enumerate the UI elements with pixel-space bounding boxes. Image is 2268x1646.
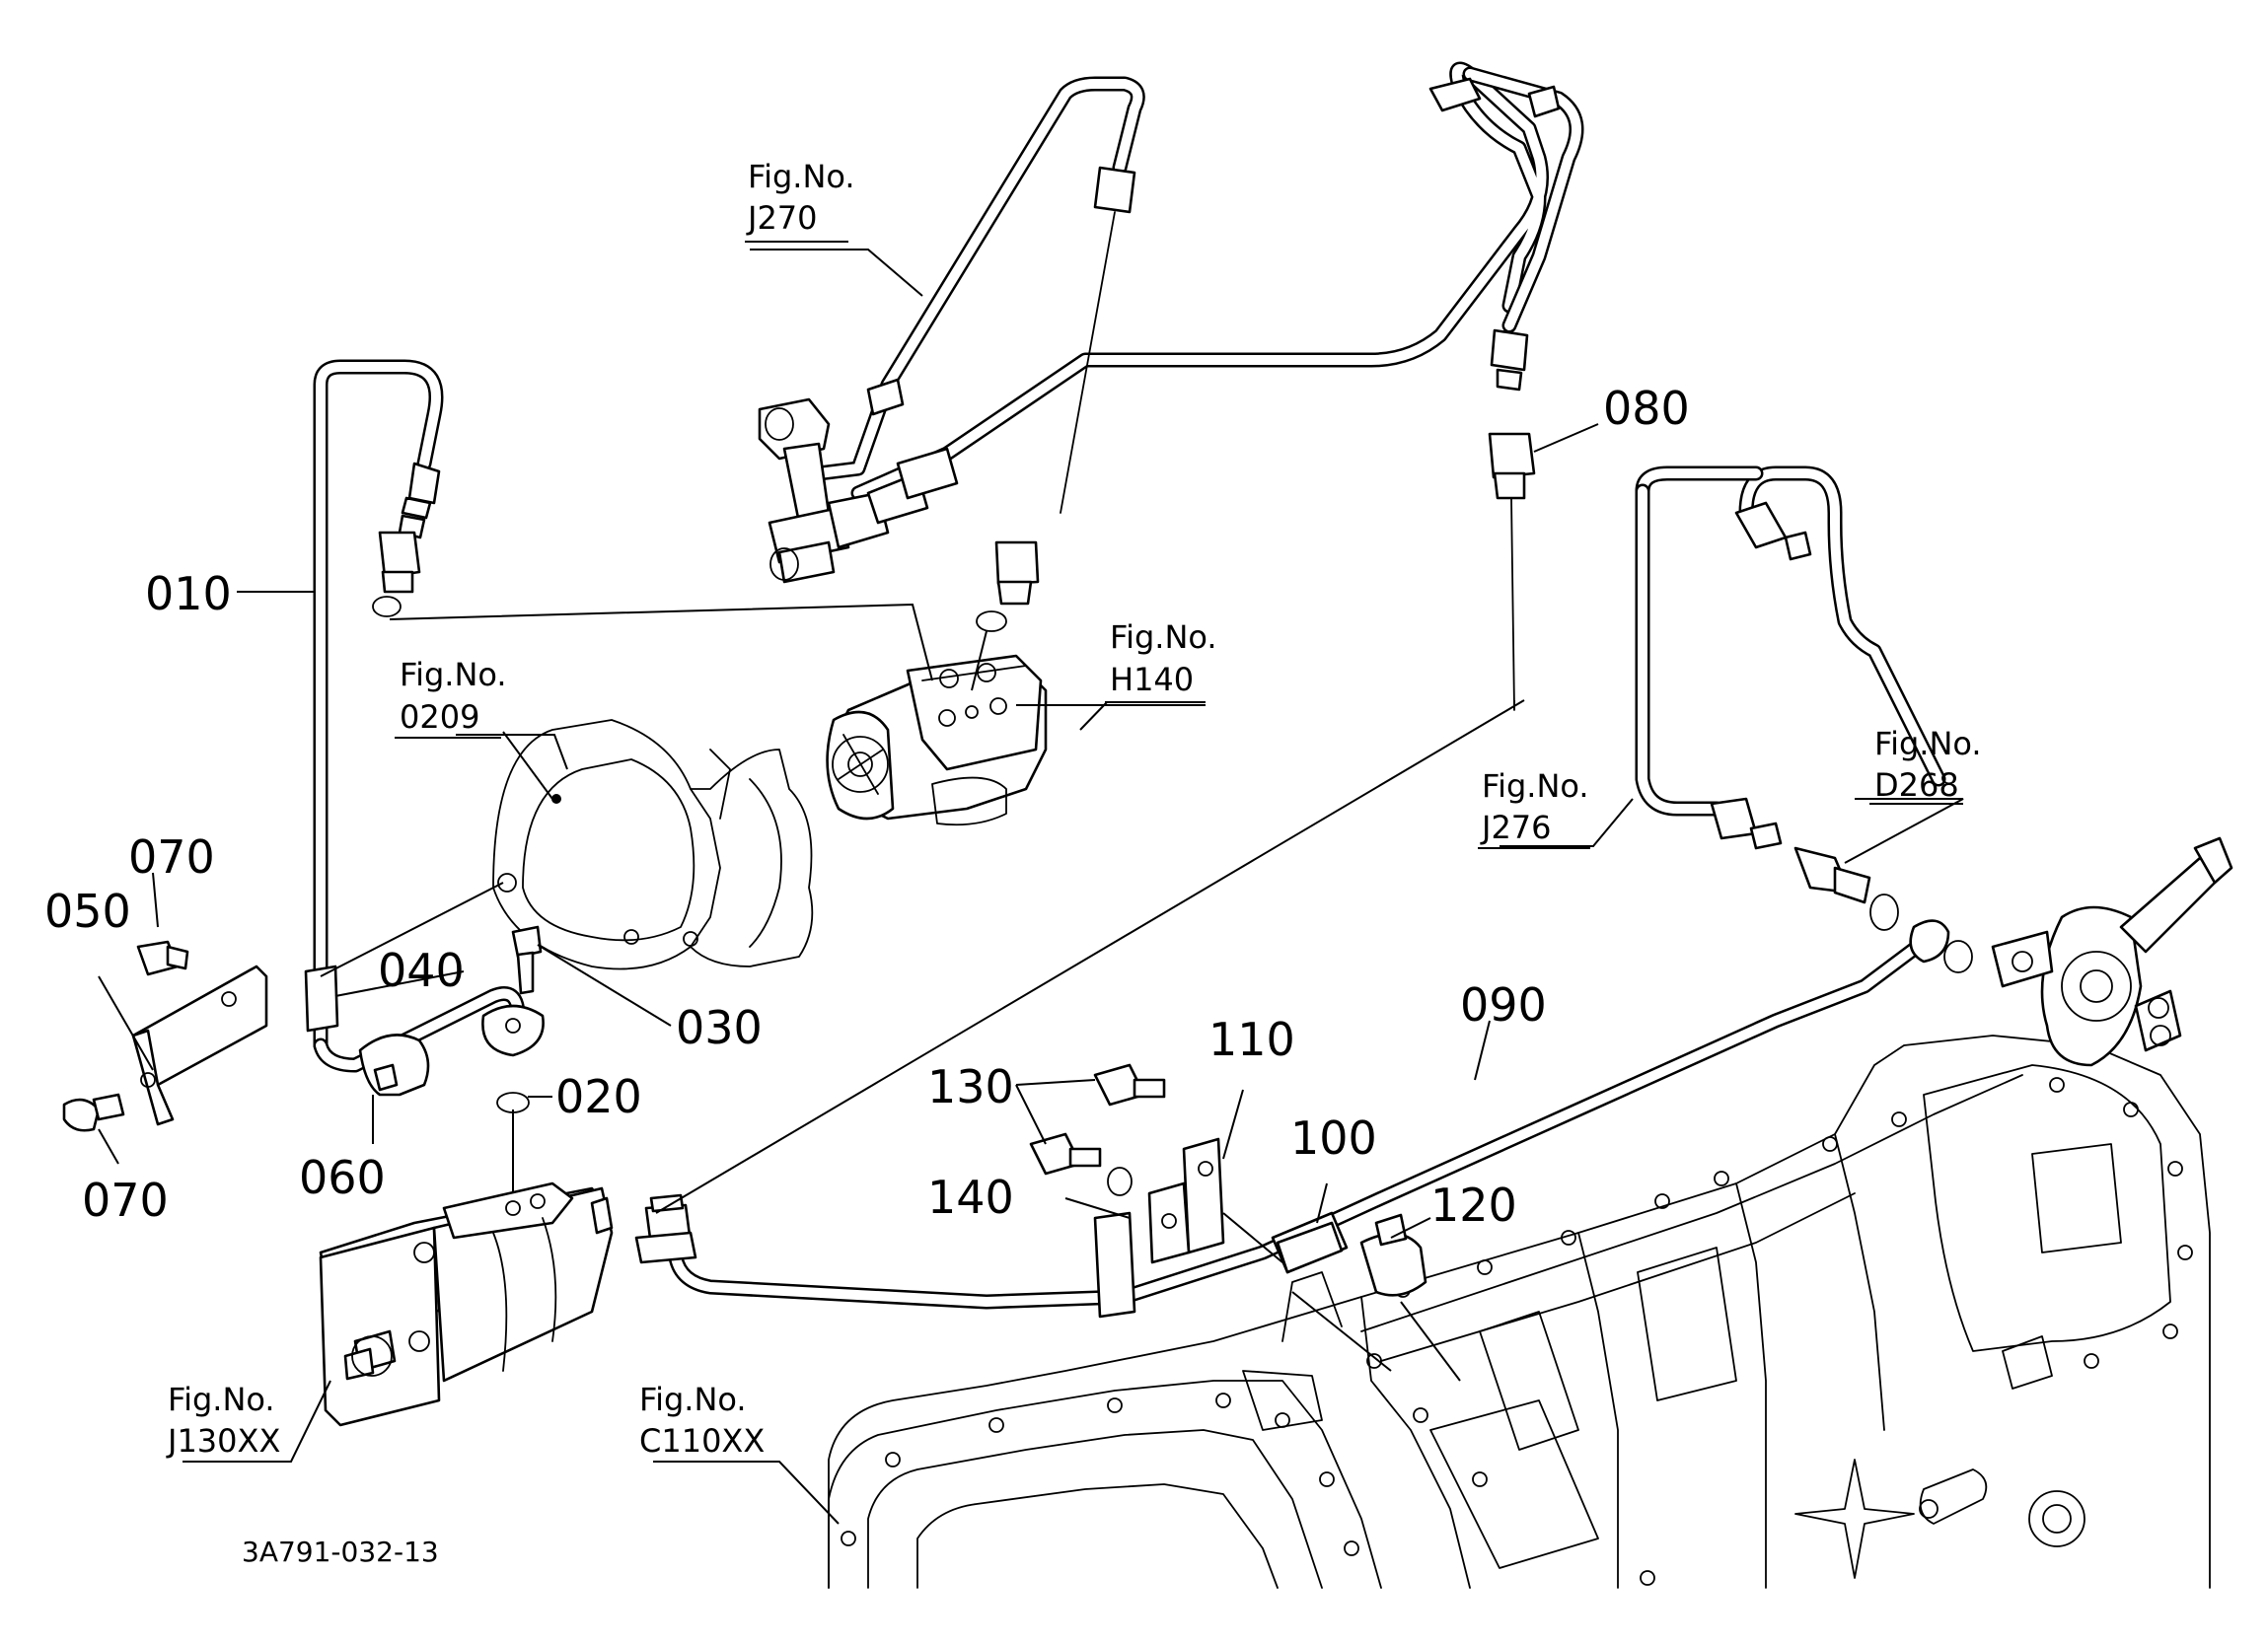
callout-120: 120 xyxy=(1430,1179,1517,1232)
figref-j270-line2: J270 xyxy=(746,199,818,237)
steering-control-unit xyxy=(826,654,1048,826)
pipe-j270-group xyxy=(758,61,1584,584)
figref-h140-line1: Fig.No. xyxy=(1110,618,1217,656)
callout-140: 140 xyxy=(927,1171,1014,1224)
drawing-code: 3A791-032-13 xyxy=(242,1536,439,1568)
figref-j276-line1: Fig.No. xyxy=(1482,767,1589,805)
figref-c110xx-line1: Fig.No. xyxy=(639,1381,747,1418)
callout-060: 060 xyxy=(299,1151,386,1204)
fitting-080 xyxy=(1488,432,1536,711)
callout-040: 040 xyxy=(378,944,465,997)
callout-010: 010 xyxy=(145,567,232,620)
bolt-130 xyxy=(1029,1063,1166,1176)
figref-j276-line2: J276 xyxy=(1480,809,1552,846)
figref-d268-line1: Fig.No. xyxy=(1874,725,1982,762)
bracket-050 xyxy=(62,940,268,1132)
hydraulic-pump xyxy=(319,1181,614,1427)
clutch-housing xyxy=(828,1370,1382,1589)
callout-020: 020 xyxy=(555,1070,642,1123)
figref-h140: Fig.No. H140 xyxy=(1105,618,1217,703)
pipe-j276 xyxy=(1635,465,1946,850)
bracket-110 xyxy=(1147,1137,1225,1264)
figref-d268-line2: D268 xyxy=(1874,766,1959,804)
callout-090: 090 xyxy=(1460,978,1547,1032)
leader-lines xyxy=(183,249,1964,1525)
pipe-flange-020 xyxy=(481,925,545,1193)
figref-0209-line1: Fig.No. xyxy=(400,656,507,693)
figref-j270-line1: Fig.No. xyxy=(748,158,855,195)
figref-0209-line2: 0209 xyxy=(400,698,479,736)
fitting-d268 xyxy=(1793,846,1973,973)
figref-j130xx: Fig.No. J130XX xyxy=(166,1381,280,1460)
stay-140 xyxy=(1093,1167,1136,1319)
callout-100: 100 xyxy=(1290,1111,1377,1165)
pipe-090 xyxy=(634,699,1950,1310)
figref-0209: Fig.No. 0209 xyxy=(395,656,507,739)
clamp-120 xyxy=(1359,1213,1427,1297)
figref-j276: Fig.No. J276 xyxy=(1478,767,1590,849)
sleeve-100 xyxy=(1276,1221,1344,1274)
callout-070-bottom: 070 xyxy=(82,1174,169,1227)
figref-c110xx: Fig.No. C110XX xyxy=(639,1381,765,1460)
fitting-upper-left xyxy=(372,531,421,617)
figref-j130xx-line1: Fig.No. xyxy=(168,1381,275,1418)
callout-leaders xyxy=(98,423,1599,1239)
callout-070-top: 070 xyxy=(128,830,215,884)
figref-h140-line2: H140 xyxy=(1110,661,1194,698)
callout-050: 050 xyxy=(44,885,131,938)
fitting-h140 xyxy=(976,540,1040,632)
figref-c110xx-line2: C110XX xyxy=(639,1422,765,1460)
transmission-case xyxy=(828,1035,2211,1589)
figref-d268: Fig.No. D268 xyxy=(1869,725,1982,805)
figref-j130xx-line2: J130XX xyxy=(166,1422,280,1460)
callout-080: 080 xyxy=(1603,382,1690,435)
callout-110: 110 xyxy=(1208,1013,1295,1066)
callout-030: 030 xyxy=(676,1001,763,1054)
clamp-060 xyxy=(358,1034,430,1097)
engine-block xyxy=(492,719,814,970)
figref-j270: Fig.No. J270 xyxy=(745,158,855,243)
control-valve xyxy=(1991,836,2233,1067)
callout-130: 130 xyxy=(927,1060,1014,1113)
